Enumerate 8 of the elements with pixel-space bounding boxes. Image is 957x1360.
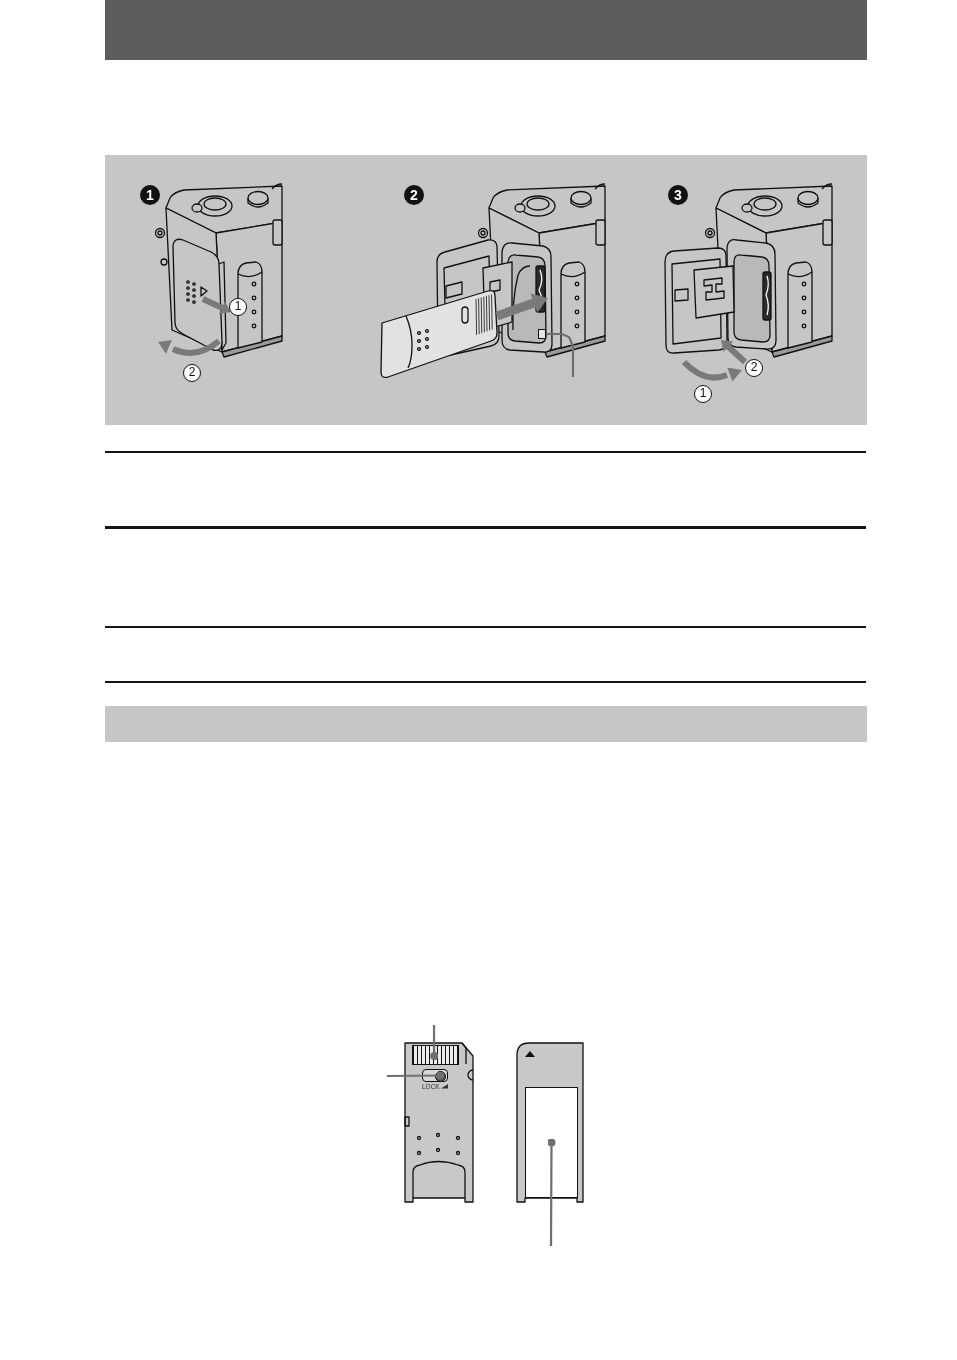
slot-latch: [538, 329, 546, 339]
leader-line: [547, 1138, 556, 1246]
leader-line: [430, 1025, 439, 1060]
leader-line: [387, 1071, 445, 1080]
terminal-contacts: [412, 1045, 459, 1065]
section-bar: [105, 706, 867, 742]
label-area: [525, 1087, 578, 1198]
leader-line: [546, 332, 575, 377]
